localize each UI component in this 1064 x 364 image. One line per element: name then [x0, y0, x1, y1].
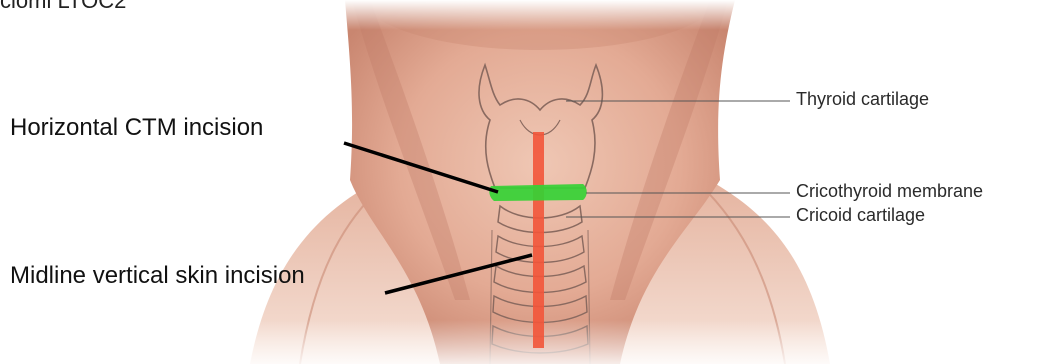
top-caption: ciomi LTOC2 — [0, 0, 126, 14]
cricothyroid-membrane-label: Cricothyroid membrane — [796, 181, 983, 202]
top-fade — [300, 0, 780, 30]
midline-incision-mark — [533, 132, 544, 348]
ctm-incision-mark — [489, 184, 586, 201]
cricoid-cartilage-label: Cricoid cartilage — [796, 205, 925, 226]
horizontal-ctm-incision-label: Horizontal CTM incision — [10, 114, 263, 142]
midline-vertical-incision-label: Midline vertical skin incision — [10, 262, 305, 290]
thyroid-cartilage-label: Thyroid cartilage — [796, 89, 929, 110]
